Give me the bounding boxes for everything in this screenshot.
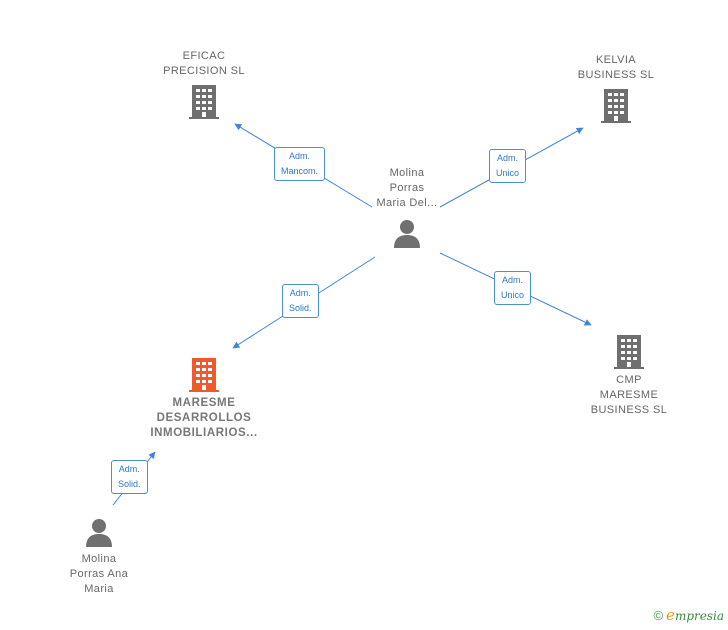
brand-initial: e: [666, 606, 675, 624]
node-label: MARESME DESARROLLOS INMOBILIARIOS...: [150, 397, 258, 439]
node-label: EFICAC PRECISION SL: [163, 50, 245, 77]
edge-label-unico-cmp: Adm. Unico: [494, 271, 532, 305]
node-cmp-maresme-business[interactable]: CMP MARESME BUSINESS SL: [569, 334, 689, 418]
person-icon: [394, 220, 420, 248]
node-eficac-precision[interactable]: EFICAC PRECISION SL: [144, 49, 264, 120]
node-maresme-desarrollos[interactable]: MARESME DESARROLLOS INMOBILIARIOS...: [134, 357, 274, 441]
edge-label-unico-kelvia: Adm. Unico: [489, 149, 527, 183]
node-label: KELVIA BUSINESS SL: [577, 54, 655, 81]
node-label: Molina Porras Ana Maria: [69, 553, 129, 595]
edge-label-solid-bottom: Adm. Solid.: [111, 460, 148, 494]
node-label: CMP MARESME BUSINESS SL: [590, 374, 668, 416]
node-label: Molina Porras Maria Del...: [376, 167, 438, 209]
building-icon: [614, 335, 644, 369]
edge-label-mancom: Adm. Mancom.: [274, 147, 326, 181]
building-icon: [189, 358, 219, 392]
copyright-icon: ©: [653, 608, 664, 623]
edge-label-solid-maresme: Adm. Solid.: [282, 284, 319, 318]
building-icon: [601, 89, 631, 123]
node-bottom-person[interactable]: Molina Porras Ana Maria: [44, 518, 154, 597]
node-kelvia-business[interactable]: KELVIA BUSINESS SL: [556, 53, 676, 124]
person-icon: [86, 519, 112, 547]
building-icon: [189, 85, 219, 119]
node-center-person[interactable]: Molina Porras Maria Del...: [352, 166, 462, 249]
empresia-logo: ©empresia: [653, 606, 724, 624]
brand-name: mpresia: [674, 609, 724, 623]
